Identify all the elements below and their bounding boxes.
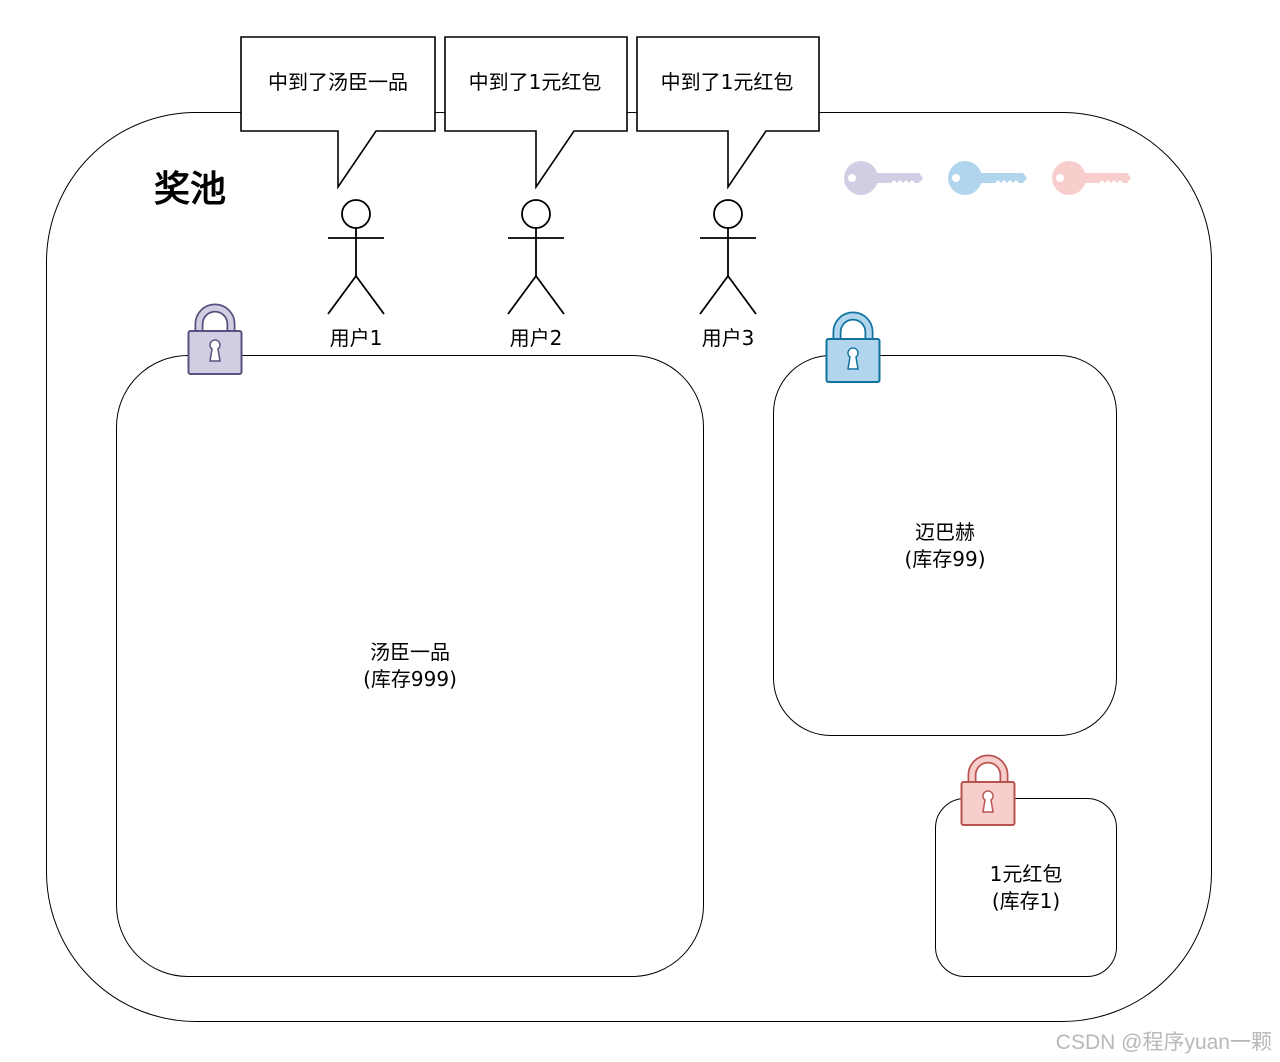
user1-stick-figure-icon [327,199,385,315]
user2-stick-figure-icon [507,199,565,315]
purple-key-icon [844,161,923,195]
prize-stock: (库存99) [904,546,986,571]
prize-box-tangchen: 汤臣一品 (库存999) [116,355,704,977]
purple-lock-icon [187,303,243,375]
watermark: CSDN @程序yuan一颗 [1055,1031,1272,1054]
prize-stock: (库存999) [363,667,457,691]
callout-text-user2: 中到了1元红包 [468,70,602,94]
blue-lock-icon [825,311,881,383]
prize-name: 迈巴赫 [915,519,975,544]
blue-key-icon [948,161,1027,195]
prize-box-maybach: 迈巴赫 (库存99) [773,355,1117,736]
callout-user2 [444,36,628,190]
callout-text-user1: 中到了汤臣一品 [268,70,408,94]
callout-user1 [240,36,436,190]
user1-label: 用户1 [329,326,383,350]
user2-label: 用户2 [509,326,563,350]
user3-label: 用户3 [701,326,755,350]
callout-user3 [636,36,820,190]
red-lock-icon [960,754,1016,826]
pool-title: 奖池 [154,169,227,210]
prize-name: 汤臣一品 [370,640,450,664]
red-key-icon [1052,161,1131,195]
user3-stick-figure-icon [699,199,757,315]
prize-box-red-packet: 1元红包 (库存1) [935,798,1117,977]
prize-stock: (库存1) [991,888,1061,913]
prize-name: 1元红包 [989,861,1063,886]
callout-text-user3: 中到了1元红包 [660,70,794,94]
